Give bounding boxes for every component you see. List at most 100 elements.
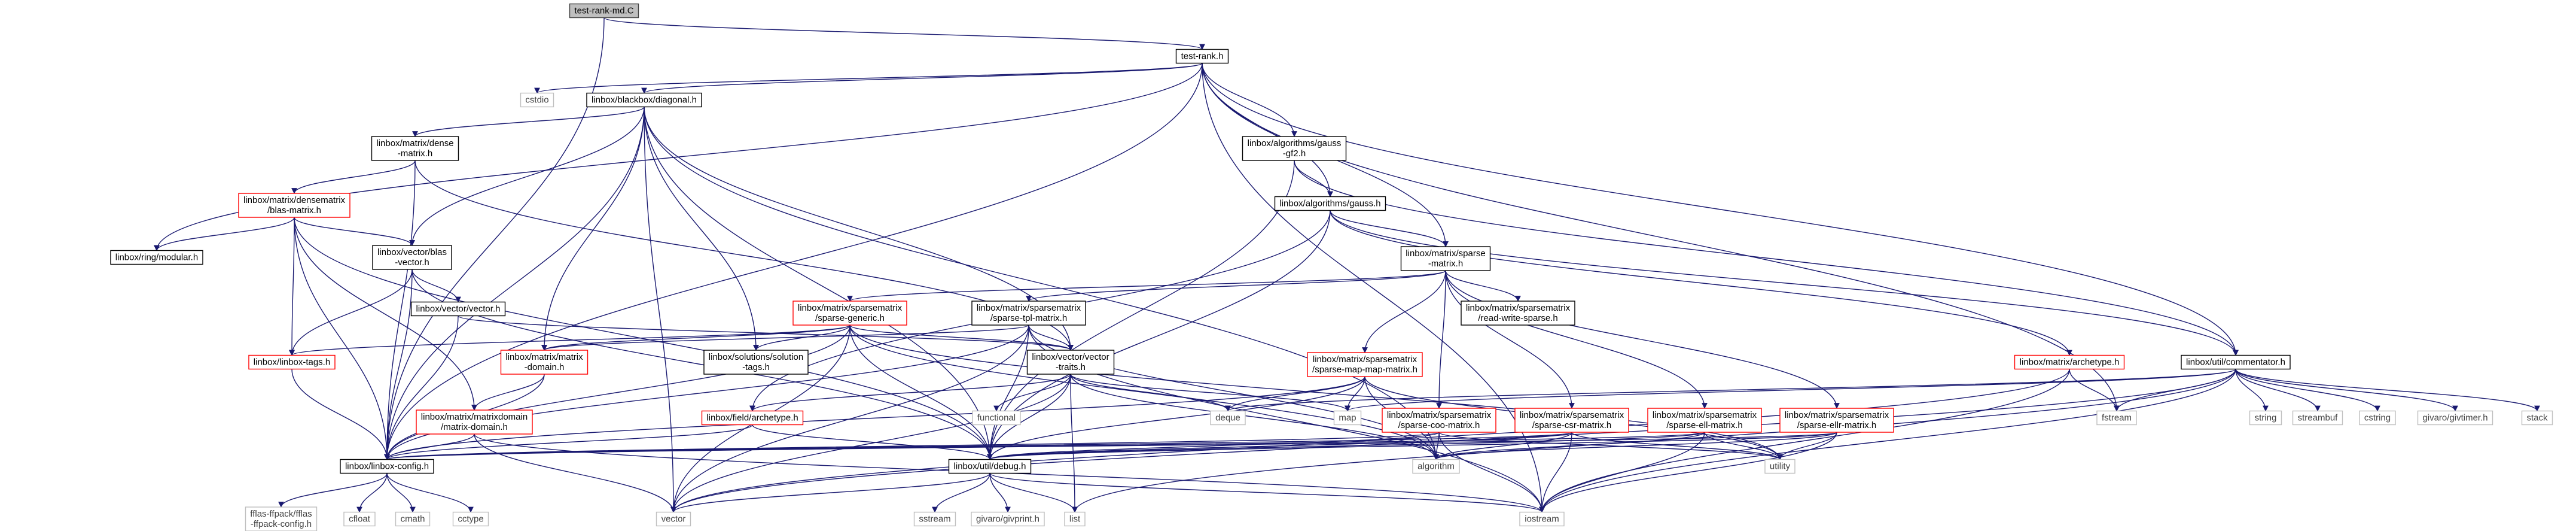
node-blasmatrix[interactable]: linbox/matrix/densematrix/blas-matrix.h: [238, 193, 350, 218]
edge-ellr-to-config: [385, 432, 1837, 460]
node-label: functional: [977, 413, 1016, 423]
node-fstream: fstream: [2096, 410, 2137, 426]
node-sparsetpl[interactable]: linbox/matrix/sparsematrix/sparse-tpl-ma…: [971, 301, 1086, 326]
edge-blasmatrix-to-config: [294, 217, 390, 460]
node-box: [1400, 246, 1491, 271]
node-mapmap[interactable]: linbox/matrix/sparsematrix/sparse-map-ma…: [1307, 352, 1423, 377]
node-vectortraits[interactable]: linbox/vector/vector-traits.h: [1026, 350, 1115, 375]
node-modular[interactable]: linbox/ring/modular.h: [110, 250, 203, 265]
node-label: linbox/solutions/solution: [709, 352, 803, 362]
edge-vectortraits-to-deque: [1070, 374, 1231, 412]
node-label: /sparse-ellr-matrix.h: [1797, 420, 1877, 430]
node-debug[interactable]: linbox/util/debug.h: [948, 459, 1032, 474]
node-label: test-rank-md.C: [574, 6, 633, 16]
node-box: [343, 511, 376, 527]
node-box: [416, 409, 533, 435]
edge-commentator-to-stack: [2235, 369, 2540, 412]
edge-matrixdomain-to-matrixdomain2: [471, 374, 545, 411]
edge-testrank-to-cstdio: [534, 62, 1203, 94]
node-label: fflas-ffpack/fflas: [250, 509, 312, 519]
node-commentator[interactable]: linbox/util/commentator.h: [2181, 354, 2291, 370]
edge-sparsetpl-to-matrixdomain: [541, 324, 1029, 351]
edge-sparse-to-csr: [1445, 270, 1575, 409]
node-vectorblas[interactable]: linbox/vector/blas-vector.h: [372, 245, 452, 270]
node-tags[interactable]: linbox/linbox-tags.h: [248, 354, 336, 370]
node-label: givaro/givtimer.h: [2422, 413, 2487, 423]
node-label: linbox/matrix/sparsematrix: [1653, 410, 1757, 420]
node-vectorh[interactable]: linbox/vector/vector.h: [410, 301, 506, 317]
edge-ellr-to-debug: [987, 432, 1837, 460]
edge-sparsetpl-to-vectortraits: [1028, 324, 1074, 351]
node-fieldarchetype[interactable]: linbox/field/archetype.h: [701, 410, 804, 426]
edge-sparsegeneric-to-utility: [849, 324, 1783, 460]
edges-layer: [154, 17, 2540, 513]
node-solutiontags[interactable]: linbox/solutions/solution-tags.h: [703, 350, 809, 375]
edge-densematrix-to-blasmatrix: [291, 160, 416, 194]
node-box: [2249, 410, 2282, 426]
node-box: [569, 3, 639, 19]
node-csr[interactable]: linbox/matrix/sparsematrix/sparse-csr-ma…: [1514, 408, 1629, 433]
node-ffpack: fflas-ffpack/fflas-ffpack-config.h: [245, 506, 318, 531]
edge-debug-to-vector: [670, 473, 990, 513]
edge-vectorh-to-config: [384, 315, 459, 460]
edge-commentator-to-string: [2235, 369, 2269, 412]
node-diagonal[interactable]: linbox/blackbox/diagonal.h: [586, 92, 702, 108]
node-ellr[interactable]: linbox/matrix/sparsematrix/sparse-ellr-m…: [1779, 408, 1894, 433]
edge-coo-to-debug: [987, 432, 1440, 460]
node-label: linbox/matrix/sparsematrix: [1313, 354, 1417, 365]
edge-blasmatrix-to-vectorblas: [294, 217, 415, 246]
edge-commentator-to-deque: [1225, 368, 2236, 412]
edge-vectorblas-to-tags: [289, 269, 413, 356]
edge-testrank-to-diagonal: [641, 62, 1203, 94]
node-ell[interactable]: linbox/matrix/sparsematrix/sparse-ell-ma…: [1647, 408, 1762, 433]
node-box: [971, 511, 1045, 527]
node-densematrix[interactable]: linbox/matrix/dense-matrix.h: [371, 136, 459, 161]
edge-sparsegeneric-to-tags: [289, 324, 850, 356]
node-label: linbox/algorithms/gauss: [1248, 138, 1342, 148]
node-box: [1382, 408, 1496, 433]
node-box: [110, 250, 203, 265]
node-deque: deque: [1210, 410, 1246, 426]
node-coo[interactable]: linbox/matrix/sparsematrix/sparse-coo-ma…: [1382, 408, 1496, 433]
edge-sparsegeneric-to-algorithm: [849, 324, 1439, 460]
edge-commentator-to-list: [1072, 369, 2236, 513]
node-readwrite[interactable]: linbox/matrix/sparsematrix/read-write-sp…: [1461, 301, 1575, 326]
edge-debug-to-list: [989, 473, 1078, 513]
node-root[interactable]: test-rank-md.C: [569, 3, 639, 19]
edge-commentator-to-cstring: [2235, 369, 2380, 412]
node-box: [2417, 410, 2493, 426]
edge-sparsetpl-to-debug: [987, 324, 1029, 460]
node-gauss[interactable]: linbox/algorithms/gauss.h: [1274, 196, 1386, 211]
node-iostream: iostream: [1519, 511, 1565, 527]
node-testrank[interactable]: test-rank.h: [1175, 48, 1229, 64]
edge-diagonal-to-solutiontags: [644, 107, 759, 351]
edge-sparsetpl-to-algorithm: [1028, 324, 1439, 460]
edge-sparsegeneric-to-solutiontags: [753, 324, 850, 351]
node-functional: functional: [972, 410, 1021, 426]
edge-fieldarchetype-to-config: [384, 424, 753, 460]
node-label: linbox/matrix/sparsematrix: [798, 303, 903, 313]
node-label: cstdio: [525, 95, 548, 105]
node-label: stack: [2526, 413, 2548, 423]
edge-matarchetype-to-fstream: [2069, 369, 2120, 412]
node-box: [238, 193, 350, 218]
edge-diagonal-to-vectorblas: [409, 107, 645, 246]
node-box: [2181, 354, 2291, 370]
node-gaussgf2[interactable]: linbox/algorithms/gauss-gf2.h: [1242, 136, 1347, 161]
edge-densematrix-to-config: [384, 160, 416, 460]
node-sparse[interactable]: linbox/matrix/sparse-matrix.h: [1400, 246, 1491, 271]
node-matarchetype[interactable]: linbox/matrix/archetype.h: [2014, 354, 2125, 370]
node-box: [248, 354, 336, 370]
node-matrixdomain[interactable]: linbox/matrix/matrix-domain.h: [500, 350, 589, 375]
edge-commentator-to-givtimer: [2235, 369, 2458, 412]
node-box: [703, 350, 809, 375]
node-label: cctype: [458, 514, 483, 524]
node-matrixdomain2[interactable]: linbox/matrix/matrixdomain/matrix-domain…: [416, 409, 533, 435]
node-sparsegeneric[interactable]: linbox/matrix/sparsematrix/sparse-generi…: [792, 301, 907, 326]
edge-ellr-to-iostream: [1539, 432, 1837, 513]
node-config[interactable]: linbox/linbox-config.h: [340, 459, 434, 474]
edge-diagonal-to-algorithm: [644, 107, 1439, 460]
node-cfloat: cfloat: [343, 511, 376, 527]
node-label: fstream: [2102, 413, 2132, 423]
edge-matarchetype-to-iostream: [1539, 369, 2070, 513]
